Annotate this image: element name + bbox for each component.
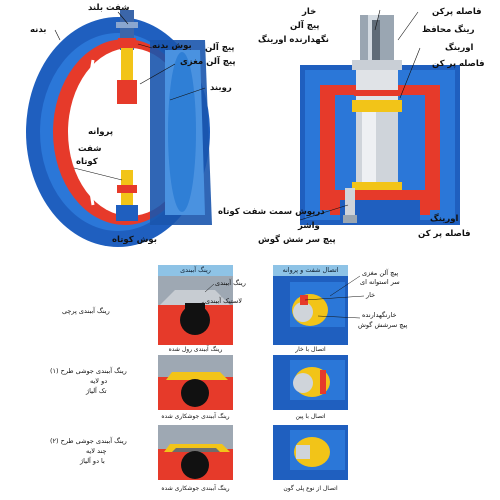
row-label-3b: چند لایه [86, 447, 107, 455]
row-label-2c: تک آلیاژ [86, 387, 107, 395]
joint-panel-1 [273, 275, 348, 345]
seal-panel-1 [158, 275, 233, 345]
left-valve-body [26, 17, 212, 247]
label-protective-ring: رینگ محافظ [422, 25, 475, 35]
seal-panel-2 [158, 355, 233, 410]
label-oring-bottom: اورینگ [430, 214, 459, 224]
leader-lines [54, 9, 421, 221]
label-washer: واشر [298, 221, 320, 231]
seal-caption-2: رینگ آببندی جوشکاری شده [161, 413, 230, 420]
label-hex-screw: پیچ سر شش گوش [258, 235, 336, 245]
right-valve-detail [300, 15, 460, 225]
label-allen-screw-right: پیچ آلن [290, 21, 320, 31]
label-short-bush: بوش کوتاه [112, 235, 157, 245]
seal-ring-header: رینگ آببندی [158, 265, 233, 276]
row-label-1: رینگ آببندی پرچی [62, 307, 110, 315]
label-short-shaft-1: شفت [78, 144, 102, 154]
label-liner: روبند [210, 83, 232, 93]
joint-label-hex-screw: پیچ سرشش گوش [358, 321, 408, 329]
label-allen-screw-threaded: پیچ آلن مغزی [180, 57, 236, 67]
seal-ring-label: رینگ آببندی [215, 279, 246, 287]
row-label-3a: رینگ آببندی جوشی طرح (۲) [50, 437, 127, 445]
seal-caption-3: رینگ آببندی جوشکاری شده [161, 485, 230, 492]
joint-caption-1: اتصال با خار [295, 346, 326, 353]
left-valve-shaft [116, 10, 138, 221]
label-body: بدنه [30, 25, 47, 35]
joint-panel-3 [273, 425, 348, 480]
label-spacer-bottom: فاصله پر کن [432, 59, 485, 69]
joint-caption-2: اتصال با پین [295, 413, 326, 420]
label-top-shaft: شفت بلند [88, 3, 130, 13]
joint-label-threaded-2: سر استوانه ای [360, 278, 400, 286]
label-key: خار [302, 7, 317, 17]
label-short-shaft-2: کوتاه [76, 157, 98, 167]
seal-panel-3 [158, 425, 233, 480]
label-disc: پروانه [88, 127, 114, 137]
label-short-shaft-cap: درپوش سمت شفت کوتاه [218, 207, 325, 217]
label-body-bush: بوش بدنه [152, 41, 192, 51]
seal-rubber-label: لاستیک آببندی [205, 297, 242, 305]
label-spacer-bottom-2: فاصله پر کن [418, 229, 471, 239]
row-label-2a: رینگ آببندی جوشی طرح (۱) [50, 367, 127, 375]
joint-label-key: خار [366, 291, 376, 299]
label-allen-screw-left: پیچ آلن [205, 43, 235, 53]
joint-panel-2 [273, 355, 348, 410]
label-oring-retainer: نگهدارنده اورینگ [258, 35, 329, 45]
joint-label-key-retainer: خارنگهدارنده [362, 311, 397, 319]
seal-caption-1: رینگ آببندی رول شده [168, 346, 223, 353]
joint-label-threaded-1: پیچ آلن مغزی [362, 269, 399, 277]
label-oring: اورینگ [445, 43, 474, 53]
row-label-3c: با دو آلیاژ [80, 457, 105, 465]
joint-caption-3: اتصال از نوع پلی گون [283, 485, 338, 492]
row-label-2b: دو لایه [90, 377, 108, 385]
label-spacer: فاصله پرکن [432, 7, 482, 17]
joint-header: اتصال شفت و پروانه [273, 265, 348, 276]
